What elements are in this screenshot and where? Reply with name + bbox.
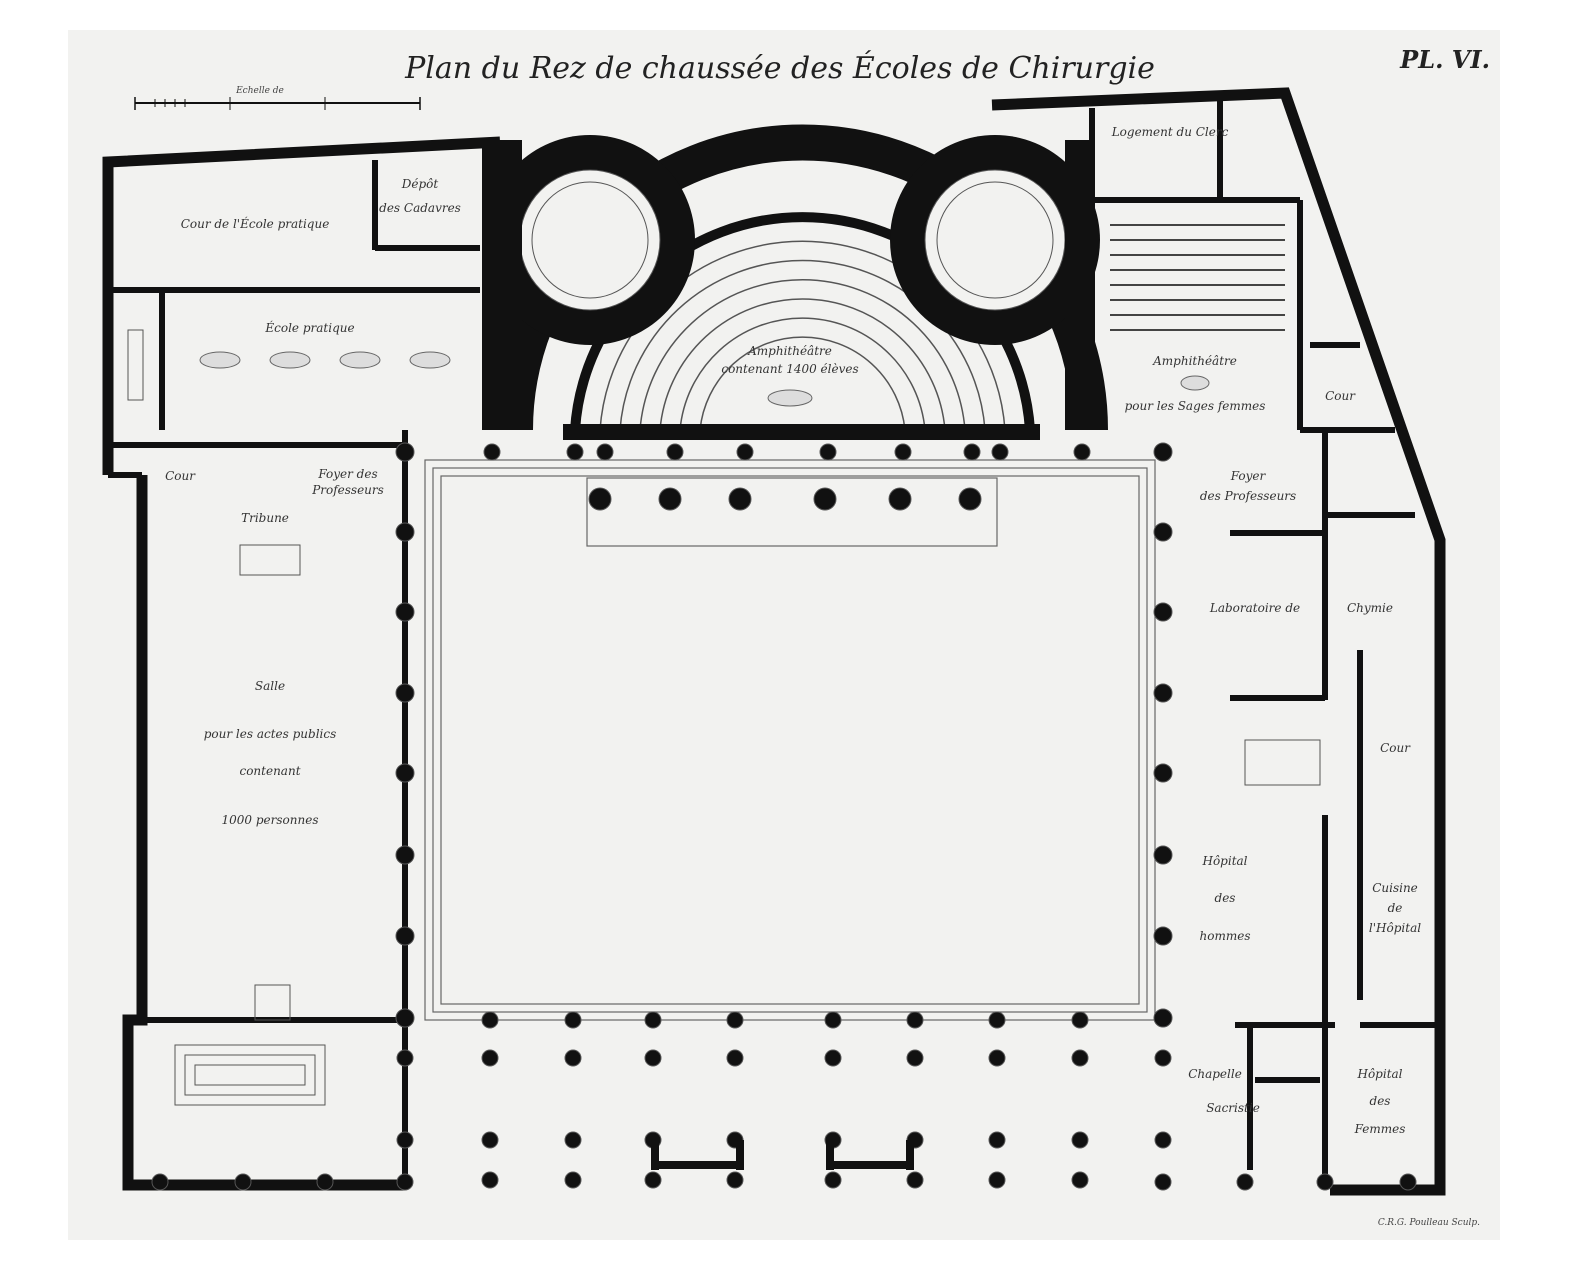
engraver-credit: C.R.G. Poulleau Sculp. <box>1378 1218 1480 1228</box>
stair-drums <box>482 135 1100 430</box>
outer-walls <box>102 87 1446 1196</box>
scale-bar: Echelle de <box>134 86 421 110</box>
main-courtyard <box>424 459 1156 1021</box>
label-amphi-main-2: contenant 1400 élèves <box>721 362 858 376</box>
label-salle-1: Salle <box>255 679 285 693</box>
label-foyer-left-2: Professeurs <box>311 483 384 497</box>
label-laboratoire: Laboratoire de <box>1209 601 1300 615</box>
label-sacristie: Sacristie <box>1206 1101 1260 1115</box>
label-cuisine-3: l'Hôpital <box>1369 921 1421 935</box>
plate-title: Plan du Rez de chaussée des Écoles de Ch… <box>404 50 1155 86</box>
label-cuisine-1: Cuisine <box>1372 881 1418 895</box>
label-cour-ne: Cour <box>1325 389 1356 403</box>
label-tribune: Tribune <box>241 511 289 525</box>
label-amphi-sages-2: pour les Sages femmes <box>1125 399 1266 413</box>
label-hopital-femmes-3: Femmes <box>1354 1122 1406 1136</box>
label-chymie: Chymie <box>1347 601 1393 615</box>
label-hopital-hommes-1: Hôpital <box>1201 854 1247 868</box>
label-logement-clerc: Logement du Clerc <box>1111 125 1229 139</box>
room-labels: Cour de l'École pratique Dépôt des Cadav… <box>165 125 1421 1136</box>
label-hopital-hommes-2: des <box>1215 891 1236 905</box>
plate-paper <box>68 30 1500 1240</box>
label-depot-1: Dépôt <box>401 177 439 191</box>
label-hopital-femmes-1: Hôpital <box>1356 1067 1402 1081</box>
label-salle-2: pour les actes publics <box>204 727 337 741</box>
label-cour-nw: Cour <box>165 469 196 483</box>
label-amphi-main-1: Amphithéâtre <box>747 344 832 358</box>
label-hopital-hommes-3: hommes <box>1200 929 1251 943</box>
label-cour-e: Cour <box>1380 741 1411 755</box>
label-foyer-left-1: Foyer des <box>317 467 377 481</box>
label-hopital-femmes-2: des <box>1370 1094 1391 1108</box>
label-amphi-sages-1: Amphithéâtre <box>1152 354 1237 368</box>
entrance-walls <box>651 1140 914 1170</box>
staircases <box>127 329 1321 1106</box>
dissection-tables <box>199 351 1210 407</box>
scale-label: Echelle de <box>235 86 284 96</box>
label-foyer-right-1: Foyer <box>1230 469 1267 483</box>
label-depot-2: des Cadavres <box>379 201 461 215</box>
label-cuisine-2: de <box>1388 901 1403 915</box>
plate-number: PL. VI. <box>1399 45 1490 74</box>
label-ecole-pratique: École pratique <box>264 320 354 335</box>
label-chapelle: Chapelle <box>1188 1067 1242 1081</box>
midwife-amphitheatre-benches <box>1110 224 1285 331</box>
label-foyer-right-2: des Professeurs <box>1200 489 1296 503</box>
label-salle-4: 1000 personnes <box>222 813 319 827</box>
label-cour-ecole-pratique: Cour de l'École pratique <box>181 216 330 231</box>
label-salle-3: contenant <box>239 764 300 778</box>
